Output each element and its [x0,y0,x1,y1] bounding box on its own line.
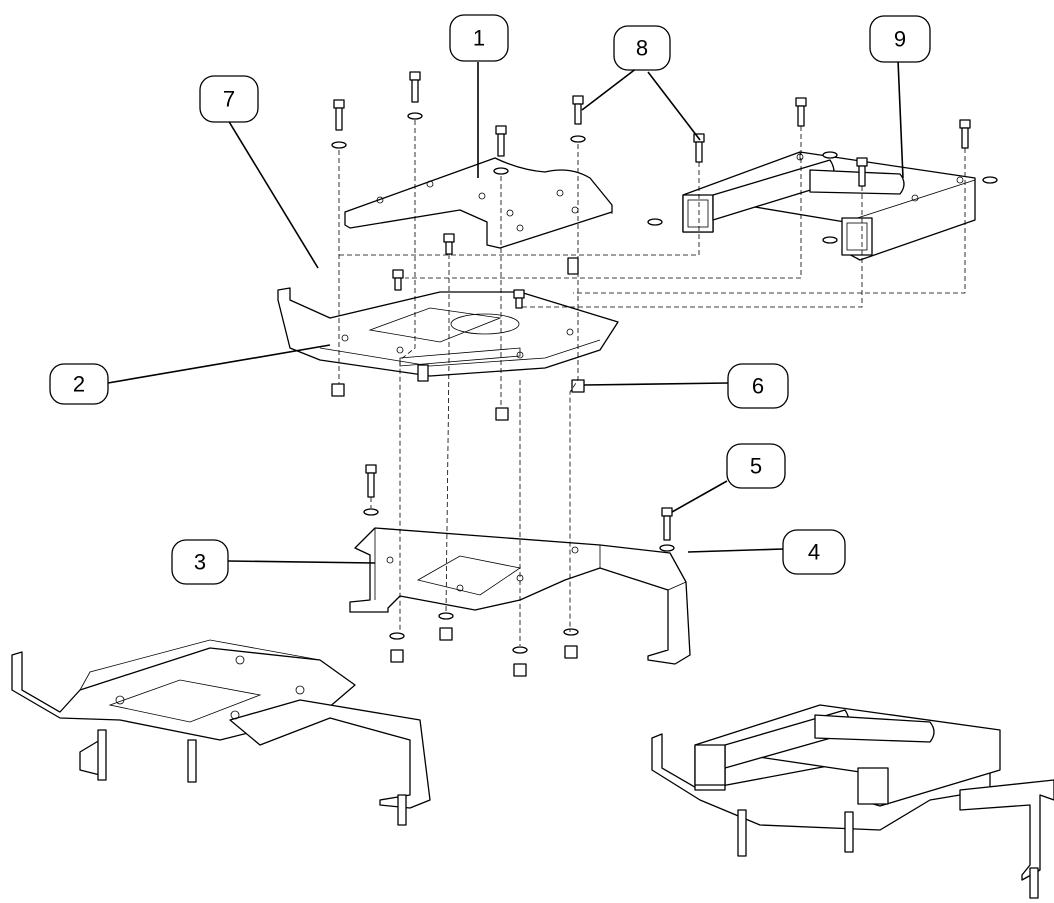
leader-4 [687,548,784,553]
callout-5-label: 5 [750,454,762,479]
leader-lines [107,59,904,564]
callout-1-label: 1 [473,26,485,51]
leader-6 [583,382,729,386]
assembly-guide-lines [338,120,966,646]
callout-7: 7 [199,75,259,123]
callout-5: 5 [726,443,786,489]
callout-3-label: 3 [194,550,206,575]
leader-8a [581,67,638,111]
leader-2 [107,344,331,384]
callout-7-label: 7 [223,87,235,112]
callout-8-label: 8 [636,36,648,61]
slide-plate [277,287,619,377]
frame-with-tubes [682,151,976,261]
assembled-view-right [651,704,1054,899]
leader-3 [227,560,376,564]
callout-3: 3 [171,539,229,585]
leader-5 [671,480,728,513]
callout-9: 9 [869,15,931,63]
assembled-view-left [11,639,431,826]
leader-8b [647,71,701,141]
callout-6-label: 6 [752,374,764,399]
leader-9 [897,59,904,179]
callout-9-label: 9 [894,27,906,52]
callout-8: 8 [613,25,671,71]
callout-4: 4 [782,529,846,575]
leader-7 [227,119,319,269]
callout-6: 6 [727,363,789,409]
callout-4-label: 4 [808,540,820,565]
callout-2: 2 [49,363,109,405]
callout-1: 1 [449,14,509,62]
callout-2-label: 2 [73,372,85,397]
top-mounting-plate [344,157,613,249]
fasteners [331,71,998,677]
